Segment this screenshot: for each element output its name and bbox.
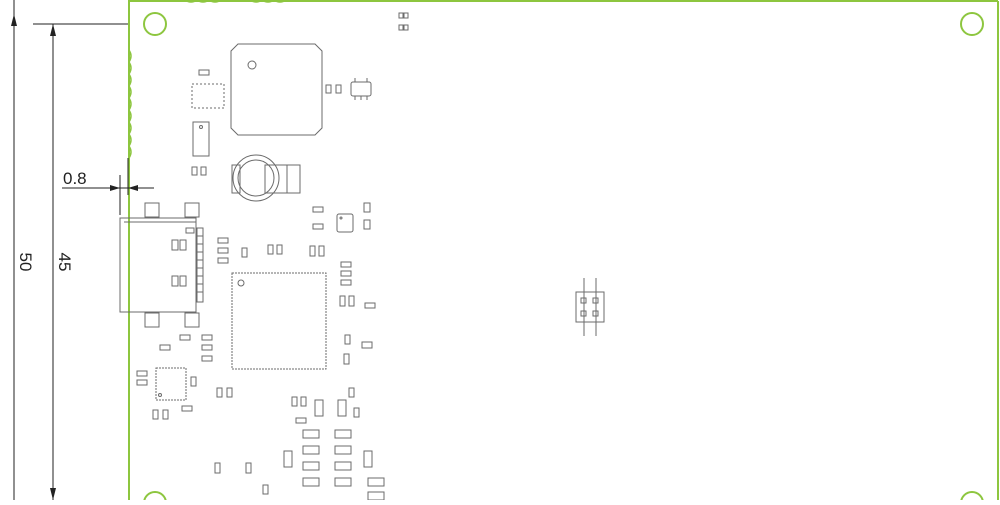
dimension-outer-label: 50 bbox=[16, 253, 35, 272]
qfn-chip-main bbox=[231, 272, 327, 370]
dimension-offset-label: 0.8 bbox=[63, 169, 87, 188]
mounting-hole-bottom-right bbox=[960, 491, 984, 505]
dimension-labels: 50 45 0.8 bbox=[16, 169, 87, 271]
dimension-lines bbox=[11, 0, 154, 500]
sot-chip-mid bbox=[336, 213, 354, 233]
passive-components bbox=[136, 12, 409, 501]
components bbox=[119, 12, 605, 501]
mounting-hole-top-right bbox=[960, 12, 984, 36]
dimension-inner-label: 45 bbox=[55, 253, 74, 272]
qfn-chip-small bbox=[155, 367, 187, 401]
ic-small-dashed bbox=[191, 83, 225, 157]
usb-connector bbox=[119, 202, 204, 328]
board-outline bbox=[128, 0, 999, 500]
large-chip-top bbox=[230, 43, 323, 136]
sot-chip-top bbox=[350, 78, 372, 100]
mounting-hole-bottom-left bbox=[143, 491, 167, 505]
battery-holder bbox=[231, 154, 301, 202]
mounting-holes bbox=[143, 12, 984, 505]
header-connector bbox=[575, 278, 605, 336]
mounting-hole-top-left bbox=[143, 12, 167, 36]
